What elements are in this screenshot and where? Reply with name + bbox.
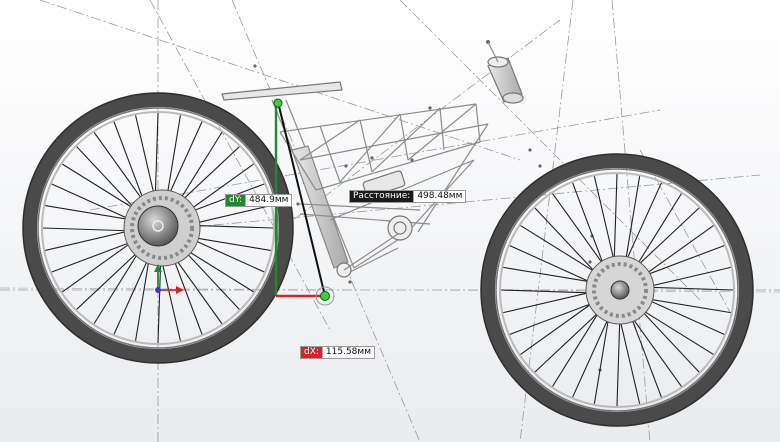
distance-value: 498.48мм [413,191,466,202]
front-wheel[interactable] [480,153,754,427]
origin-triad-icon [154,264,184,294]
rear-hub [137,205,179,247]
dx-value: 115.58мм [321,347,374,358]
dx-dimension-tag[interactable]: dX: 115.58мм [301,347,374,358]
dy-dimension-tag[interactable]: dY: 484.9мм [226,195,292,206]
front-hub [610,280,630,300]
dx-label: dX: [301,347,322,358]
measurement-overlay [273,98,335,306]
dy-label: dY: [226,195,246,206]
distance-label: Расстояние: [350,191,414,202]
bike-frame[interactable] [221,41,524,278]
distance-dimension-tag[interactable]: Расстояние: 498.48мм [350,191,466,202]
measure-point-top[interactable] [273,98,283,108]
dy-value: 484.9мм [245,195,292,206]
measure-point-bottom[interactable] [320,291,330,301]
distance-line [277,101,326,297]
rear-wheel[interactable] [22,92,294,364]
